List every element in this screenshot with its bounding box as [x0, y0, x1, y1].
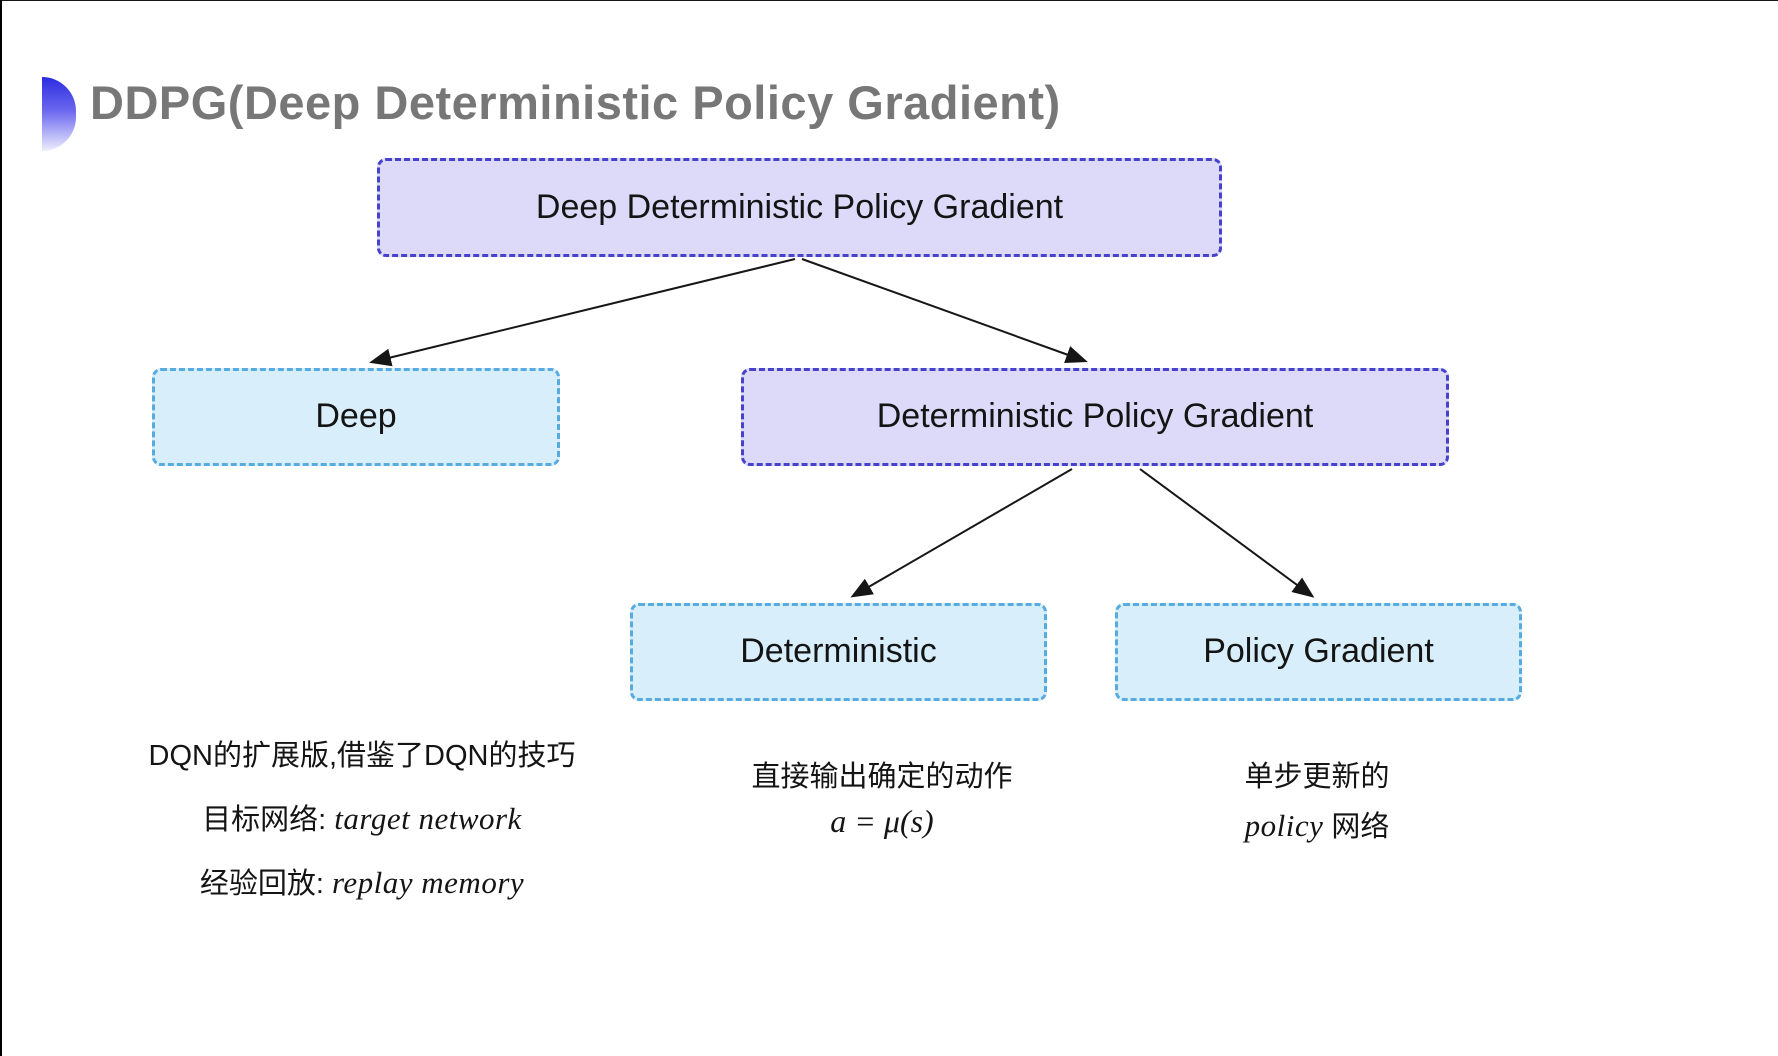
- page-title: DDPG(Deep Deterministic Policy Gradient): [90, 76, 1061, 129]
- arrow-dpg-to-pg: [1139, 468, 1315, 598]
- node-deterministic: Deterministic: [630, 603, 1047, 701]
- node-label: Deterministic: [740, 632, 937, 671]
- note-deep-line1: DQN的扩展版,借鉴了DQN的技巧: [148, 740, 576, 772]
- node-label: Deterministic Policy Gradient: [876, 397, 1314, 436]
- note-det-formula: a = μ(s): [830, 803, 934, 839]
- node-deterministic-policy-gradient: Deterministic Policy Gradient: [741, 368, 1449, 466]
- note-deep-line2-zh: 目标网络:: [202, 804, 335, 836]
- note-deep-line2: 目标网络: target network: [102, 796, 622, 838]
- node-policy-gradient: Policy Gradient: [1115, 603, 1522, 701]
- note-pg-line2: policy 网络: [1142, 803, 1492, 845]
- note-deterministic: 直接输出确定的动作 a = μ(s): [692, 753, 1072, 862]
- note-pg-line2-en: policy: [1244, 808, 1324, 843]
- arrow-root-to-dpg: [801, 258, 1088, 364]
- title-bullet-icon: [42, 77, 76, 151]
- note-det-line1: 直接输出确定的动作: [751, 761, 1013, 793]
- note-deep-line3-zh: 经验回放:: [199, 868, 332, 900]
- note-deep-line3: 经验回放: replay memory: [102, 860, 622, 902]
- arrow-root-to-deep: [369, 258, 796, 367]
- node-label: Deep: [315, 397, 397, 436]
- note-pg-line2-zh: 网络: [1323, 811, 1390, 843]
- node-label: Policy Gradient: [1203, 632, 1434, 671]
- node-label: Deep Deterministic Policy Gradient: [535, 187, 1064, 226]
- note-deep-line2-en: target network: [334, 801, 522, 836]
- node-deep: Deep: [152, 368, 560, 466]
- note-deep-line3-en: replay memory: [331, 865, 525, 900]
- arrow-dpg-to-det: [850, 468, 1073, 598]
- note-pg-line1: 单步更新的: [1244, 761, 1390, 793]
- note-deep: DQN的扩展版,借鉴了DQN的技巧 目标网络: target network 经…: [102, 732, 622, 924]
- note-policy-gradient: 单步更新的 policy 网络: [1142, 753, 1492, 867]
- node-deep-deterministic-policy-gradient: Deep Deterministic Policy Gradient: [377, 158, 1222, 257]
